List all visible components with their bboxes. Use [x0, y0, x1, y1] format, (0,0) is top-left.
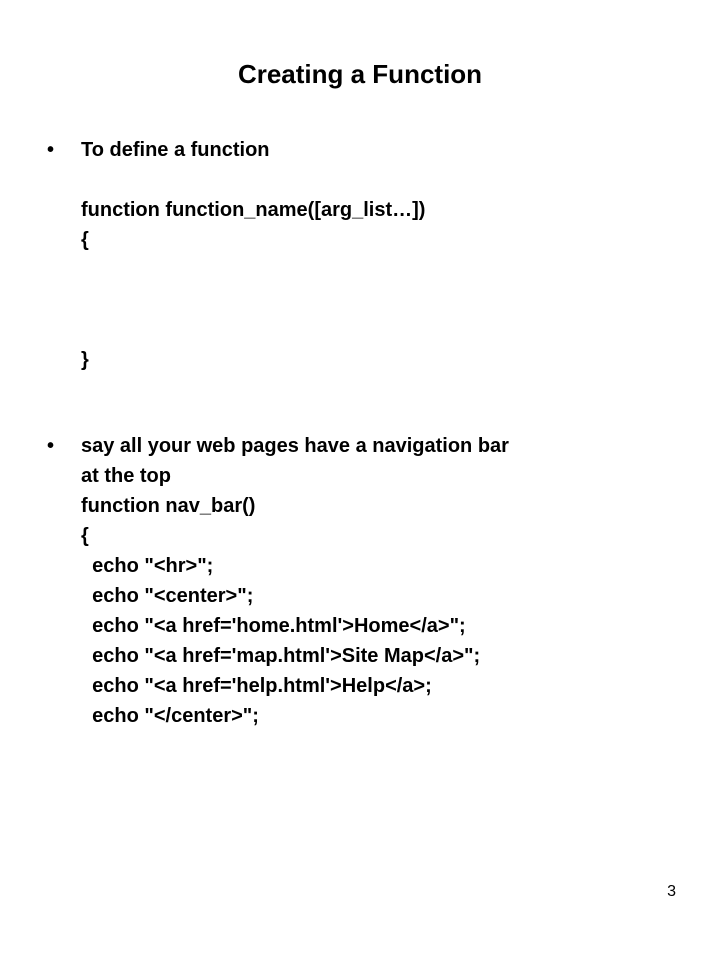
bullet-define-function: • To define a function function function… — [47, 135, 687, 375]
code-line: function function_name([arg_list…]) — [81, 199, 426, 221]
bullet-line: say all your web pages have a navigation… — [81, 435, 509, 457]
bullet-line: at the top — [81, 465, 171, 487]
blank-line — [81, 315, 687, 345]
code-line: echo "<center>"; — [81, 585, 254, 607]
code-line: echo "<a href='home.html'>Home</a>"; — [81, 615, 466, 637]
bullet-text: To define a function function function_n… — [81, 135, 687, 375]
code-line: echo "<a href='help.html'>Help</a>; — [81, 675, 432, 697]
code-line: } — [81, 349, 89, 371]
bullet-line: To define a function — [81, 139, 270, 161]
blank-line — [81, 255, 687, 285]
code-line: { — [81, 229, 89, 251]
code-line: { — [81, 525, 89, 547]
code-line: function nav_bar() — [81, 495, 256, 517]
bullet-marker: • — [47, 139, 55, 161]
slide-title: Creating a Function — [237, 59, 483, 89]
code-line: echo "<hr>"; — [81, 555, 214, 577]
bullet-text: say all your web pages have a navigation… — [81, 431, 687, 731]
bullet-nav-bar-example: • say all your web pages have a navigati… — [47, 431, 687, 731]
blank-line — [81, 165, 687, 195]
bullet-marker: • — [47, 435, 55, 457]
code-line: echo "<a href='map.html'>Site Map</a>"; — [81, 645, 481, 667]
code-line: echo "</center>"; — [81, 705, 259, 727]
blank-line — [81, 285, 687, 315]
page-number: 3 — [667, 883, 676, 900]
